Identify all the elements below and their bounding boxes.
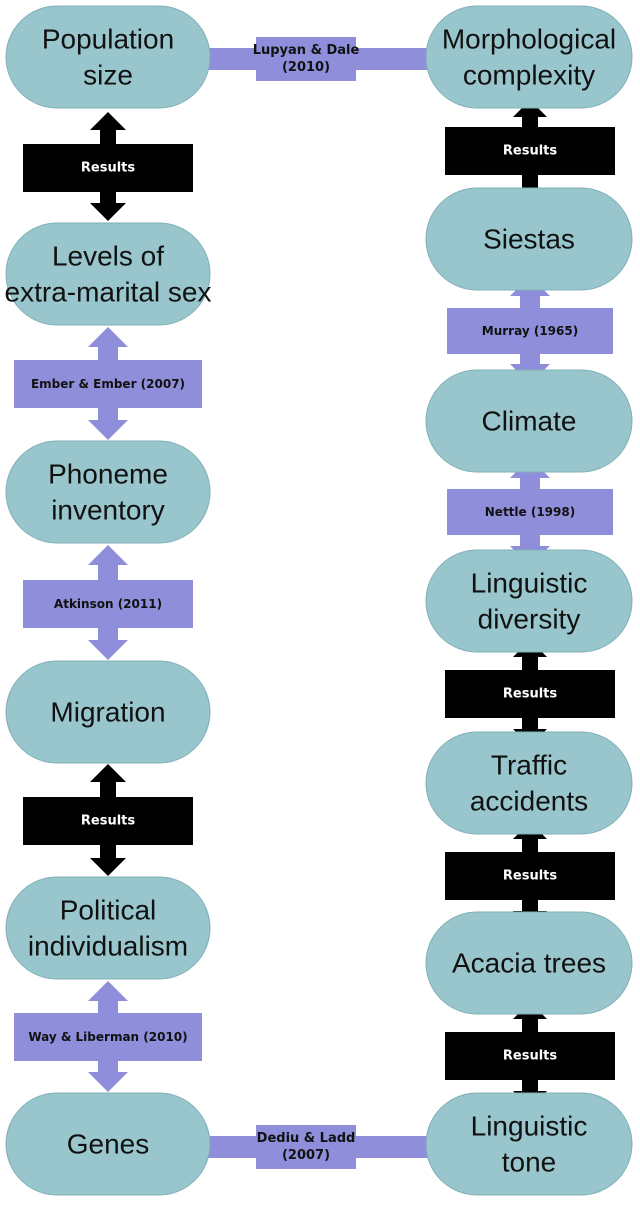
citation-label-line-1: Way & Liberman (2010) <box>28 1030 187 1044</box>
node-label-line-2: size <box>83 60 133 91</box>
node-shape <box>5 660 211 764</box>
connector-pop-extra: Results <box>23 112 193 221</box>
results-label-line-1: Results <box>503 869 557 884</box>
node-shape <box>425 731 633 835</box>
node-label-line-2: complexity <box>463 60 595 91</box>
node-label-line-1: Siestas <box>483 224 575 255</box>
node-label-line-2: individualism <box>28 931 188 962</box>
results-label-line-1: Results <box>503 1049 557 1064</box>
citation-label-line-1: Ember & Ember (2007) <box>31 377 185 391</box>
node-diversity: Linguistic diversity <box>425 549 633 653</box>
connector-mig-pol: Results <box>23 764 193 876</box>
citation-label-box <box>256 1125 356 1169</box>
node-shape <box>5 1092 211 1196</box>
node-shape <box>425 911 633 1015</box>
node-label-line-1: Acacia trees <box>452 948 606 979</box>
results-label-line-1: Results <box>81 161 135 176</box>
node-shape <box>5 440 211 544</box>
connector-phon-mig: Atkinson (2011) <box>23 545 193 660</box>
node-migration: Migration <box>5 660 211 764</box>
citation-label-line-1: Nettle (1998) <box>485 505 575 519</box>
connector-pop-morph: Lupyan & Dale (2010) <box>178 37 456 81</box>
results-label-box <box>445 852 615 900</box>
node-label-line-1: Levels of <box>52 240 164 271</box>
citation-label-line-2: (2007) <box>282 1148 330 1163</box>
results-label-box <box>23 144 193 192</box>
connector-climate-div: Nettle (1998) <box>447 458 613 566</box>
results-label-box <box>23 797 193 845</box>
node-political: Political individualism <box>5 876 211 980</box>
node-label-line-1: Population <box>42 23 174 54</box>
node-shape <box>5 5 211 109</box>
citation-label-box <box>447 489 613 535</box>
connector-div-traffic: Results <box>445 640 615 746</box>
node-population: Population size <box>5 5 211 109</box>
results-label-line-1: Results <box>503 144 557 159</box>
citation-label-line-1: Atkinson (2011) <box>54 597 162 611</box>
citation-label-line-2: (2010) <box>282 60 330 75</box>
node-shape <box>425 549 633 653</box>
node-shape <box>425 5 633 109</box>
node-label-line-2: tone <box>502 1147 557 1178</box>
node-label-line-1: Climate <box>482 406 577 437</box>
node-label-line-1: Morphological <box>442 23 616 54</box>
node-label-line-2: inventory <box>51 495 165 526</box>
results-label-box <box>445 1032 615 1080</box>
citation-label-box <box>14 360 202 408</box>
node-shape <box>425 187 633 291</box>
node-shape <box>425 1092 633 1196</box>
citation-label-line-1: Lupyan & Dale <box>253 43 360 58</box>
node-label-line-1: Linguistic <box>471 567 588 598</box>
node-shape <box>5 222 211 326</box>
node-traffic: Traffic accidents <box>425 731 633 835</box>
connector-traffic-acacia: Results <box>445 822 615 928</box>
connector-pol-genes: Way & Liberman (2010) <box>14 981 202 1092</box>
node-label-line-1: Political <box>60 894 156 925</box>
node-label-line-2: extra-marital sex <box>5 277 212 308</box>
node-shape <box>5 876 211 980</box>
connector-acacia-tone: Results <box>445 1002 615 1108</box>
node-morphological: Morphological complexity <box>425 5 633 109</box>
node-climate: Climate <box>425 369 633 473</box>
results-label-line-1: Results <box>81 814 135 829</box>
node-label-line-1: Phoneme <box>48 458 168 489</box>
citation-label-line-1: Dediu & Ladd <box>257 1131 356 1146</box>
node-label-line-1: Traffic <box>491 749 567 780</box>
node-label-line-2: accidents <box>470 786 588 817</box>
connector-morph-siesta: Results <box>445 100 615 205</box>
results-label-box <box>445 670 615 718</box>
citation-label-box <box>23 580 193 628</box>
connector-siesta-climate: Murray (1965) <box>447 276 613 384</box>
results-label-box <box>445 127 615 175</box>
node-extramarital: Levels of extra-marital sex <box>5 222 212 326</box>
node-genes: Genes <box>5 1092 211 1196</box>
citation-label-box <box>14 1013 202 1061</box>
citation-label-line-1: Murray (1965) <box>482 324 578 338</box>
citation-label-box <box>256 37 356 81</box>
node-siestas: Siestas <box>425 187 633 291</box>
node-acacia: Acacia trees <box>425 911 633 1015</box>
node-label-line-1: Genes <box>67 1129 150 1160</box>
node-shape <box>425 369 633 473</box>
connector-genes-tone: Dediu & Ladd (2007) <box>178 1125 456 1169</box>
node-tone: Linguistic tone <box>425 1092 633 1196</box>
node-phoneme: Phoneme inventory <box>5 440 211 544</box>
node-label-line-1: Migration <box>50 697 165 728</box>
connector-extra-phon: Ember & Ember (2007) <box>14 327 202 440</box>
citation-label-box <box>447 308 613 354</box>
node-label-line-2: diversity <box>478 604 581 635</box>
results-label-line-1: Results <box>503 687 557 702</box>
node-label-line-1: Linguistic <box>471 1110 588 1141</box>
